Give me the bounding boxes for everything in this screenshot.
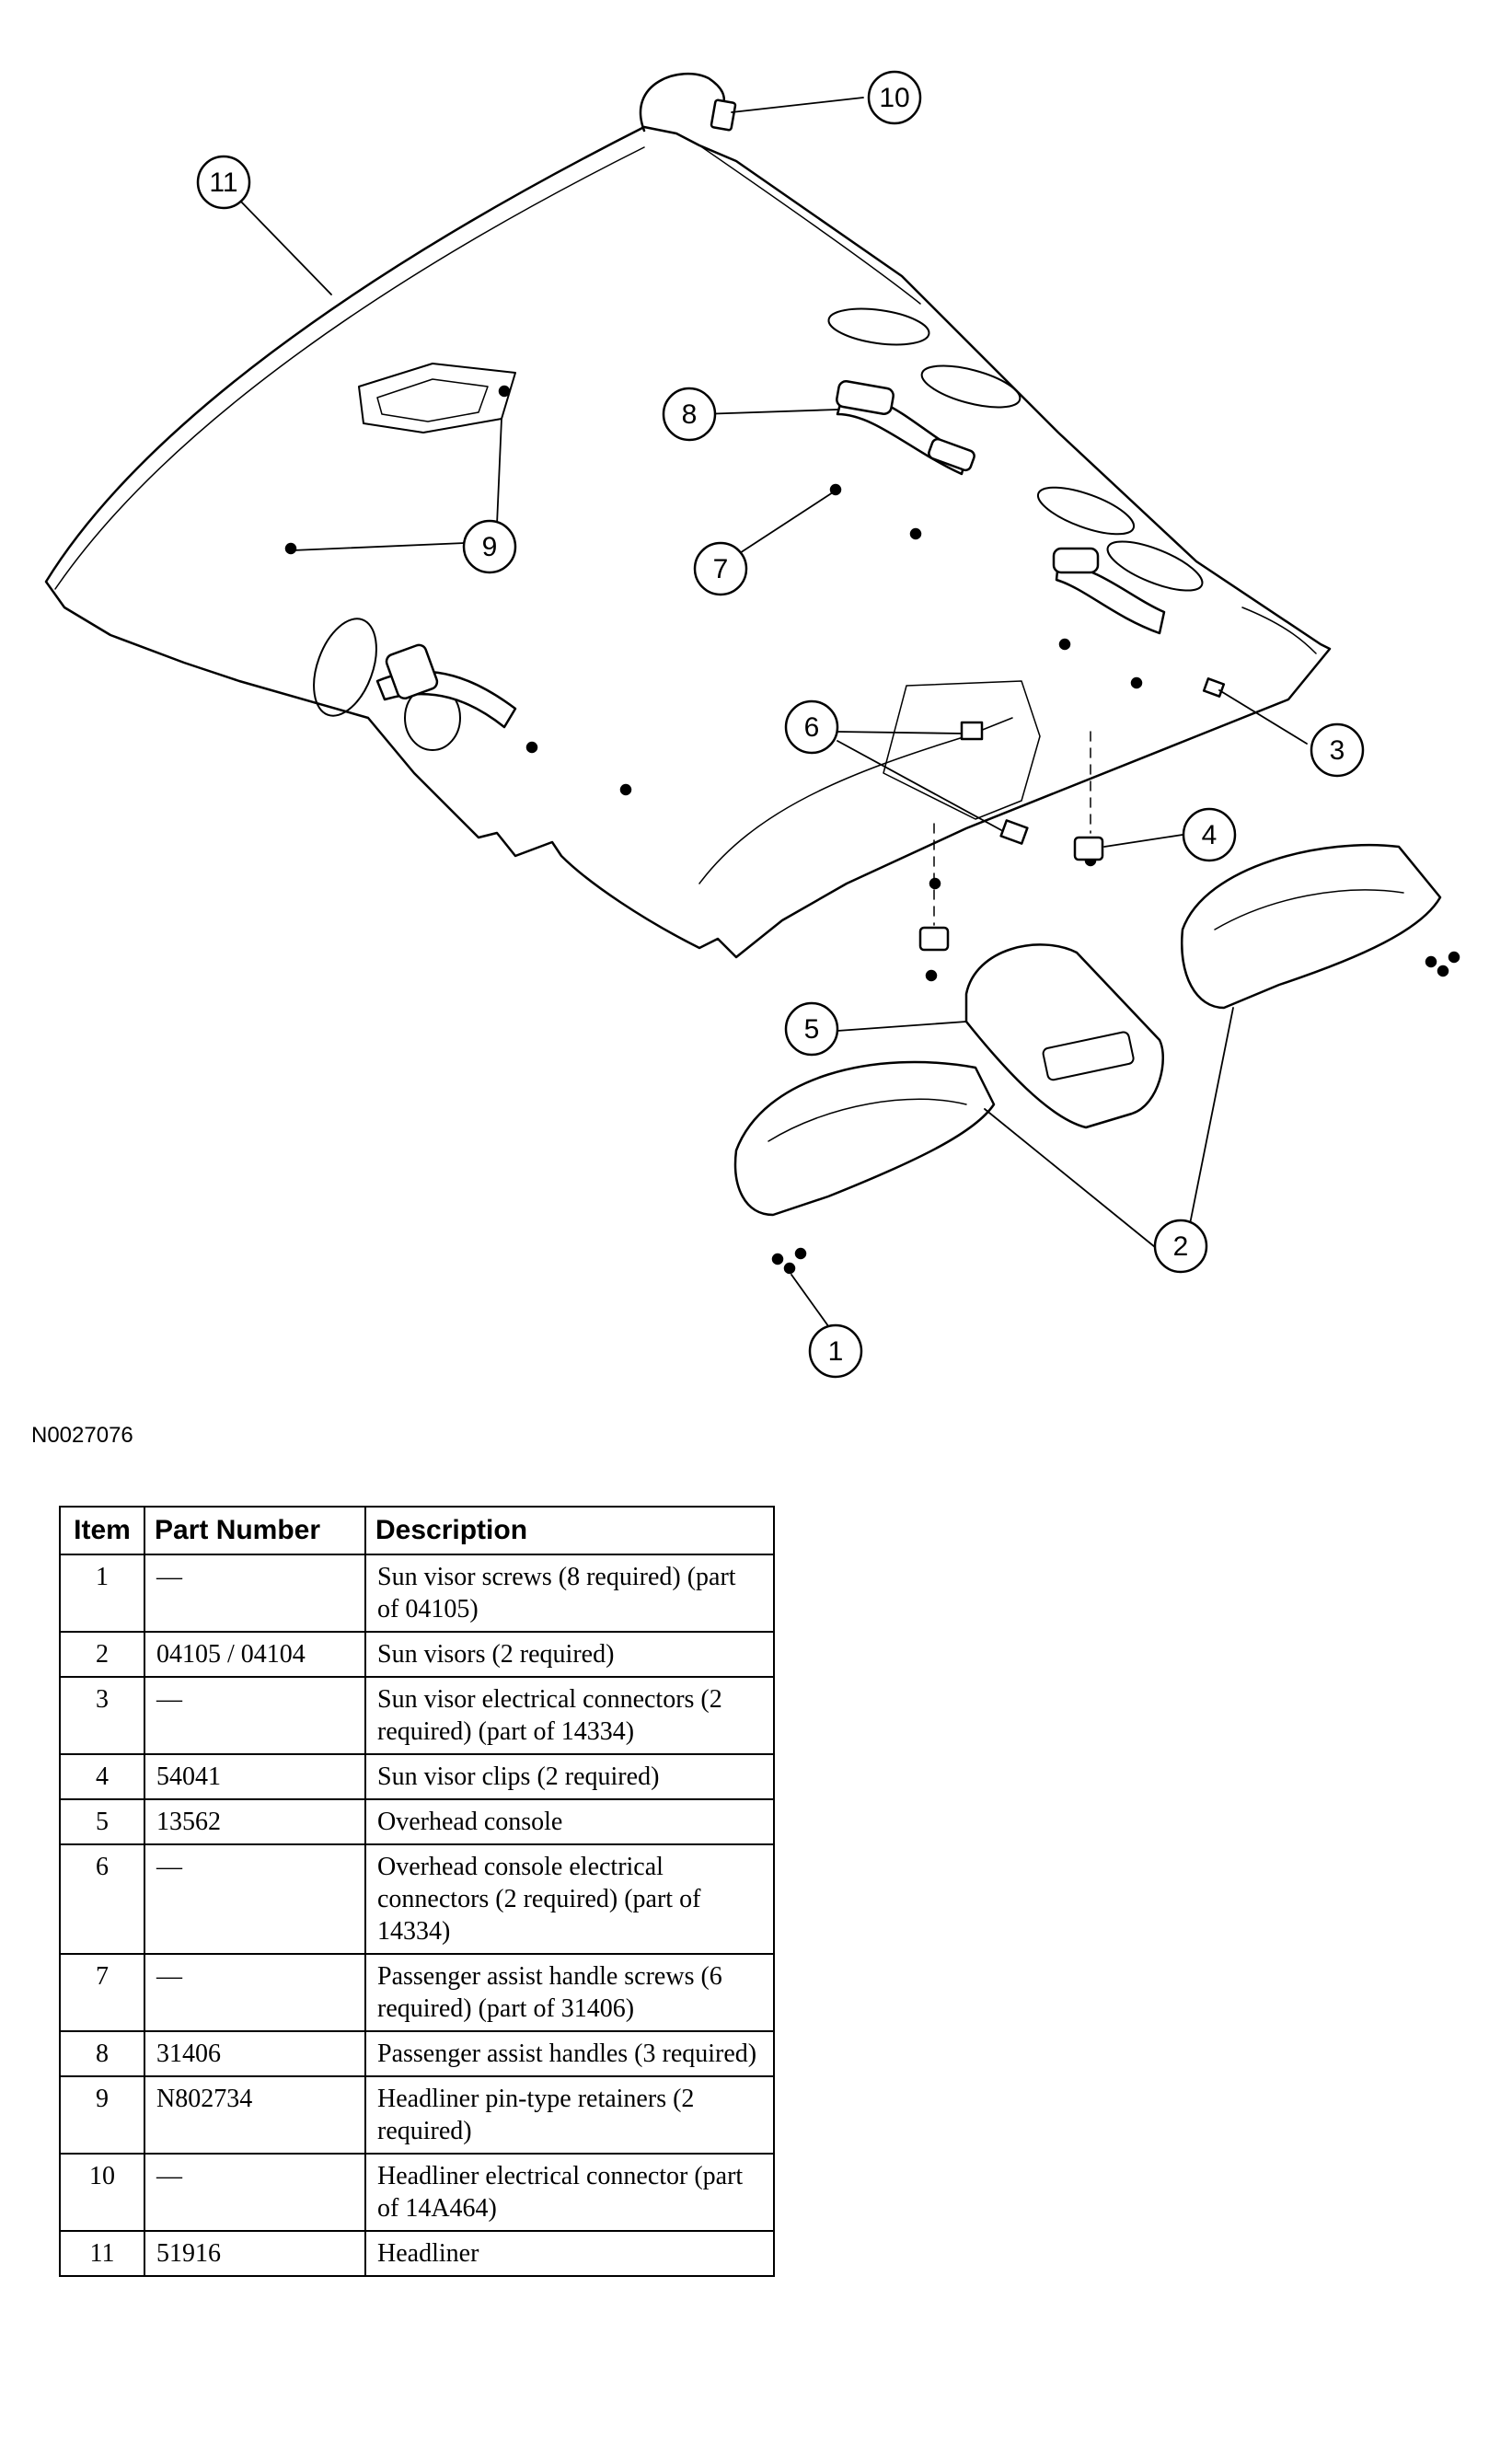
- cell-item: 2: [59, 1631, 145, 1678]
- header-part-number: Part Number: [144, 1506, 366, 1555]
- svg-text:9: 9: [482, 532, 498, 562]
- svg-text:3: 3: [1330, 735, 1345, 766]
- assist-handle-left: [375, 643, 517, 729]
- svg-text:2: 2: [1173, 1231, 1189, 1262]
- cell-item: 8: [59, 2030, 145, 2077]
- header-description: Description: [364, 1506, 775, 1555]
- cell-item: 7: [59, 1953, 145, 2032]
- cell-item: 9: [59, 2075, 145, 2155]
- assist-handle-right: [1052, 547, 1166, 635]
- svg-text:11: 11: [209, 168, 237, 198]
- callout-5: 5: [784, 1001, 839, 1057]
- cell-description: Headliner: [364, 2230, 775, 2277]
- table-row: 1—Sun visor screws (8 required) (part of…: [59, 1554, 775, 1633]
- console-connectors: [883, 677, 1226, 845]
- visor-screws: [771, 951, 1460, 1275]
- callout-6: 6: [784, 699, 839, 755]
- cell-part-number: N802734: [144, 2075, 366, 2155]
- svg-text:10: 10: [879, 83, 909, 113]
- callout-3: 3: [1310, 722, 1365, 778]
- callout-8: 8: [662, 387, 717, 442]
- cell-item: 1: [59, 1554, 145, 1633]
- cell-part-number: —: [144, 1953, 366, 2032]
- callout-10: 10: [867, 70, 922, 125]
- svg-text:7: 7: [713, 554, 729, 584]
- cell-part-number: 54041: [144, 1753, 366, 1800]
- svg-text:5: 5: [804, 1014, 820, 1045]
- cell-description: Headliner electrical connector (part of …: [364, 2153, 775, 2232]
- headliner-panel: [44, 125, 1332, 959]
- cell-description: Overhead console: [364, 1798, 775, 1845]
- cell-description: Headliner pin-type retainers (2 required…: [364, 2075, 775, 2155]
- cell-part-number: 31406: [144, 2030, 366, 2077]
- callout-2: 2: [1153, 1219, 1208, 1274]
- cell-item: 6: [59, 1843, 145, 1955]
- cell-description: Sun visors (2 required): [364, 1631, 775, 1678]
- svg-text:8: 8: [682, 399, 698, 430]
- sun-visor-left: [733, 1060, 996, 1217]
- cell-item: 3: [59, 1676, 145, 1755]
- cell-description: Sun visor clips (2 required): [364, 1753, 775, 1800]
- cell-part-number: 13562: [144, 1798, 366, 1845]
- cell-part-number: —: [144, 1843, 366, 1955]
- headliner-electrical-connector: [639, 72, 737, 133]
- callout-11: 11: [196, 155, 251, 210]
- table-row: 7—Passenger assist handle screws (6 requ…: [59, 1953, 775, 2032]
- leader-lines: [237, 97, 1308, 1337]
- callout-1: 1: [808, 1323, 863, 1379]
- cell-part-number: 51916: [144, 2230, 366, 2277]
- svg-text:6: 6: [804, 712, 820, 743]
- figure-id: N0027076: [31, 1423, 133, 1448]
- cell-part-number: 04105 / 04104: [144, 1631, 366, 1678]
- parts-table: Item Part Number Description 1—Sun visor…: [59, 1506, 775, 2277]
- cell-description: Sun visor electrical connectors (2 requi…: [364, 1676, 775, 1755]
- callout-4: 4: [1182, 807, 1237, 862]
- cell-description: Passenger assist handle screws (6 requir…: [364, 1953, 775, 2032]
- overhead-console: [964, 943, 1164, 1129]
- cell-description: Passenger assist handles (3 required): [364, 2030, 775, 2077]
- sun-visor-clips: [918, 731, 1104, 952]
- assist-handle-center: [836, 380, 975, 476]
- svg-text:4: 4: [1202, 820, 1218, 850]
- table-row: 3—Sun visor electrical connectors (2 req…: [59, 1676, 775, 1755]
- cell-item: 4: [59, 1753, 145, 1800]
- header-item: Item: [59, 1506, 145, 1555]
- cell-description: Overhead console electrical connectors (…: [364, 1843, 775, 1955]
- cell-part-number: —: [144, 1554, 366, 1633]
- cell-item: 11: [59, 2230, 145, 2277]
- cell-item: 5: [59, 1798, 145, 1845]
- headliner-exploded-diagram: 1 2 3 4 5 6 7 8 9 10 11: [44, 70, 1460, 1379]
- table-row: 6—Overhead console electrical connectors…: [59, 1843, 775, 1955]
- cell-item: 10: [59, 2153, 145, 2232]
- table-row: 10—Headliner electrical connector (part …: [59, 2153, 775, 2232]
- callout-7: 7: [693, 541, 748, 596]
- sun-visor-right: [1180, 843, 1442, 1010]
- callout-9: 9: [462, 519, 517, 574]
- cell-description: Sun visor screws (8 required) (part of 0…: [364, 1554, 775, 1633]
- cell-part-number: —: [144, 1676, 366, 1755]
- cell-part-number: —: [144, 2153, 366, 2232]
- svg-text:1: 1: [828, 1336, 844, 1367]
- table-header-row: Item Part Number Description: [59, 1506, 775, 1555]
